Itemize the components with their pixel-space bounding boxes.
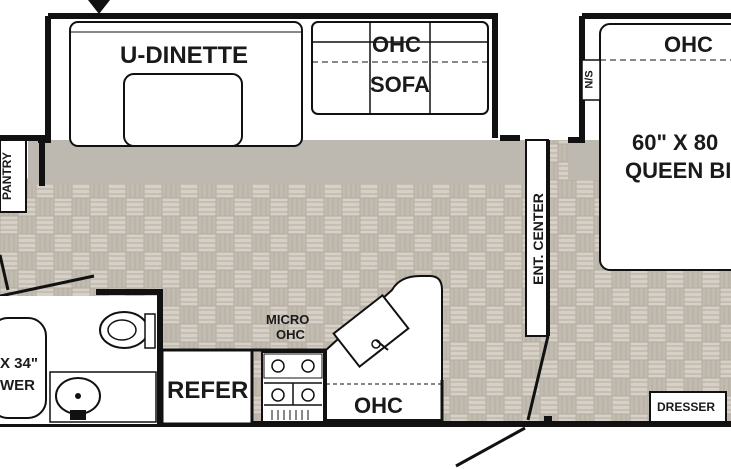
shower-size-label: X 34" <box>0 355 38 372</box>
micro-label: MICRO <box>266 312 310 327</box>
sofa-label: SOFA <box>370 72 430 97</box>
refer-label: REFER <box>167 377 249 404</box>
queen-bed <box>599 23 731 271</box>
nightstand-label: N/S <box>583 70 596 89</box>
entry-arrow-icon <box>88 0 110 14</box>
sofa-ohc-label: OHC <box>372 32 421 57</box>
nightstand <box>581 59 601 101</box>
slide-out-floor <box>28 140 525 184</box>
bedroom-ohc-label: OHC <box>664 32 713 57</box>
slide-out-wall <box>48 13 498 138</box>
refrigerator <box>160 348 254 426</box>
u-dinette-label: U-DINETTE <box>120 42 248 69</box>
bedroom-door <box>526 335 550 421</box>
pantry-label: PANTRY <box>0 152 14 200</box>
left-wall <box>0 135 45 186</box>
entry-door <box>455 426 526 468</box>
sofa <box>311 21 489 115</box>
shower <box>0 317 47 419</box>
shower-label: WER <box>0 377 35 394</box>
bed-name-label: QUEEN BI <box>625 158 731 183</box>
bedroom-wall <box>568 13 731 143</box>
pantry <box>0 139 27 213</box>
slide-out-left-wall <box>38 16 51 143</box>
bed-size-label: 60" X 80 <box>632 130 719 155</box>
kitchen-ohc-label: OHC <box>354 393 403 418</box>
dinette-table <box>123 73 243 147</box>
dresser <box>649 391 727 423</box>
dresser-label: DRESSER <box>657 400 716 414</box>
burner-icon <box>264 359 322 406</box>
micro-ohc-label: OHC <box>276 327 305 342</box>
ent-center-label: ENT. CENTER <box>529 193 546 285</box>
